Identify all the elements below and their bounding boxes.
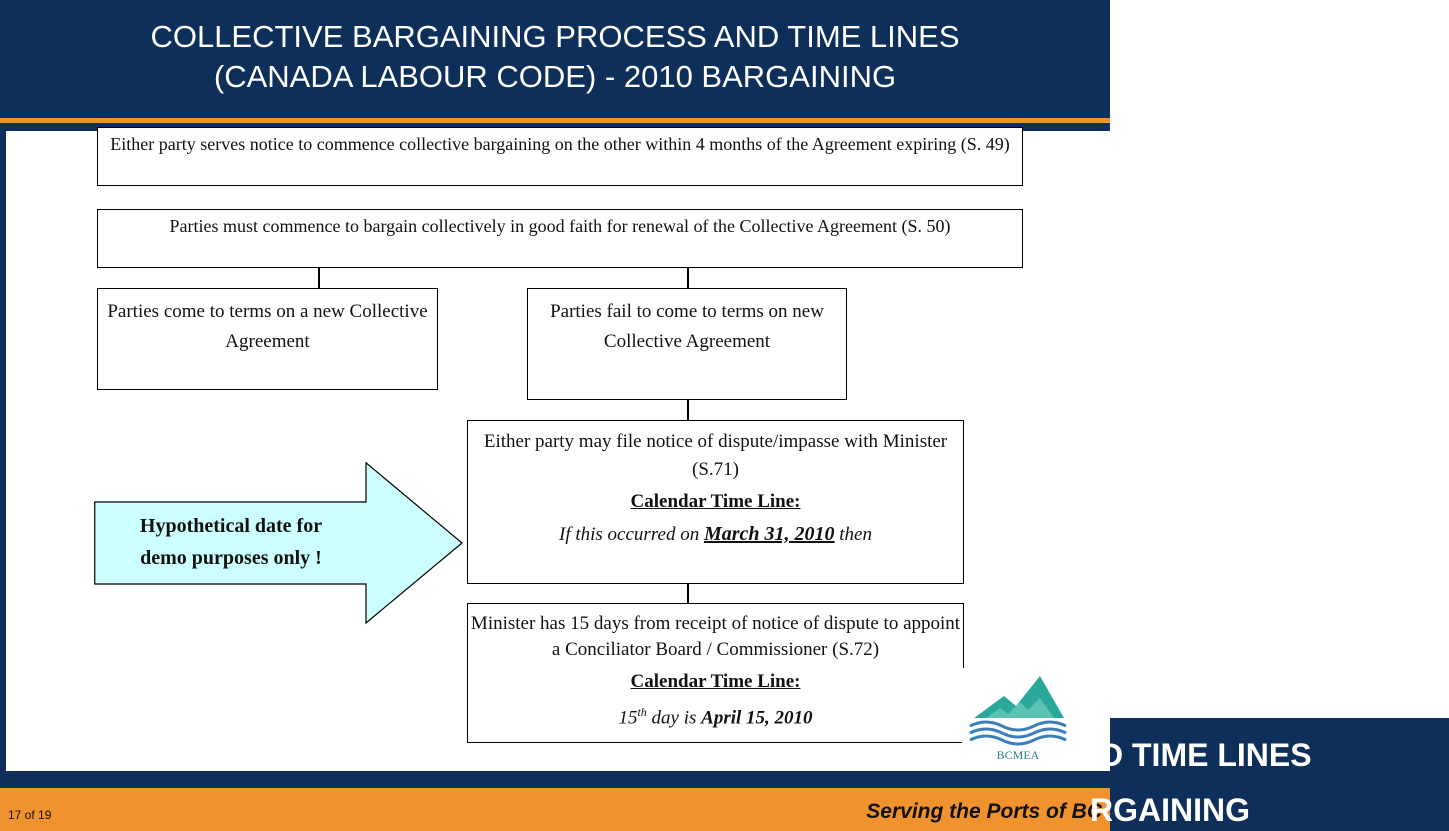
connector-line (687, 584, 689, 603)
minister-day-number: 15 (618, 707, 638, 729)
flow-outcome-agree: Parties come to terms on a new Collectiv… (97, 288, 438, 390)
callout-arrow-icon (94, 462, 463, 624)
flow-step-minister: Minister has 15 days from receipt of not… (467, 603, 964, 743)
minister-date: April 15, 2010 (701, 707, 813, 729)
bcmea-logo: BCMEA (962, 668, 1074, 762)
footer-tagline: Serving the Ports of BC (866, 800, 1102, 823)
title-line-1: COLLECTIVE BARGAINING PROCESS AND TIME L… (150, 19, 960, 54)
dispute-date-prefix: If this occurred on (559, 524, 700, 545)
minister-day-suffix: th (637, 705, 647, 719)
dispute-date-suffix: then (839, 524, 872, 545)
flow-step-dispute: Either party may file notice of dispute/… (467, 420, 964, 584)
connector-line (318, 268, 320, 288)
logo-text: BCMEA (996, 748, 1040, 762)
slide-title: COLLECTIVE BARGAINING PROCESS AND TIME L… (0, 0, 1110, 118)
title-divider-orange (0, 118, 1110, 123)
footer-band (0, 771, 1110, 788)
presentation-slide: COLLECTIVE BARGAINING PROCESS AND TIME L… (0, 0, 1110, 831)
dispute-timeline-label: Calendar Time Line: (630, 491, 801, 512)
callout-line-1: Hypothetical date for (139, 515, 323, 537)
left-border (0, 131, 6, 771)
dispute-text: Either party may file notice of dispute/… (483, 431, 948, 480)
flow-step-notice: Either party serves notice to commence c… (97, 127, 1023, 186)
background-slide-fragment: D TIME LINES RGAINING (1090, 718, 1449, 831)
flow-step-bargain: Parties must commence to bargain collect… (97, 209, 1023, 268)
footer-bar (0, 788, 1110, 831)
flow-outcome-fail: Parties fail to come to terms on new Col… (527, 288, 847, 400)
minister-text: Minister has 15 days from receipt of not… (470, 613, 961, 660)
minister-timeline-label: Calendar Time Line: (630, 671, 801, 692)
connector-line (687, 400, 689, 420)
callout-text: Hypothetical date for demo purposes only… (106, 510, 356, 574)
callout-line-2: demo purposes only ! (140, 547, 322, 569)
minister-date-line: 15th day is April 15, 2010 (468, 699, 963, 731)
title-line-2: (CANADA LABOUR CODE) - 2010 BARGAINING (213, 59, 897, 94)
page-number: 17 of 19 (8, 808, 52, 822)
mountain-wave-icon (969, 676, 1067, 746)
dispute-date: March 31, 2010 (703, 523, 835, 545)
connector-line (687, 268, 689, 288)
background-title-line-2: RGAINING (1090, 792, 1250, 828)
minister-day-text: day is (651, 707, 697, 729)
dispute-date-line: If this occurred on March 31, 2010 then (468, 520, 963, 549)
background-title-line-1: D TIME LINES (1100, 737, 1312, 773)
